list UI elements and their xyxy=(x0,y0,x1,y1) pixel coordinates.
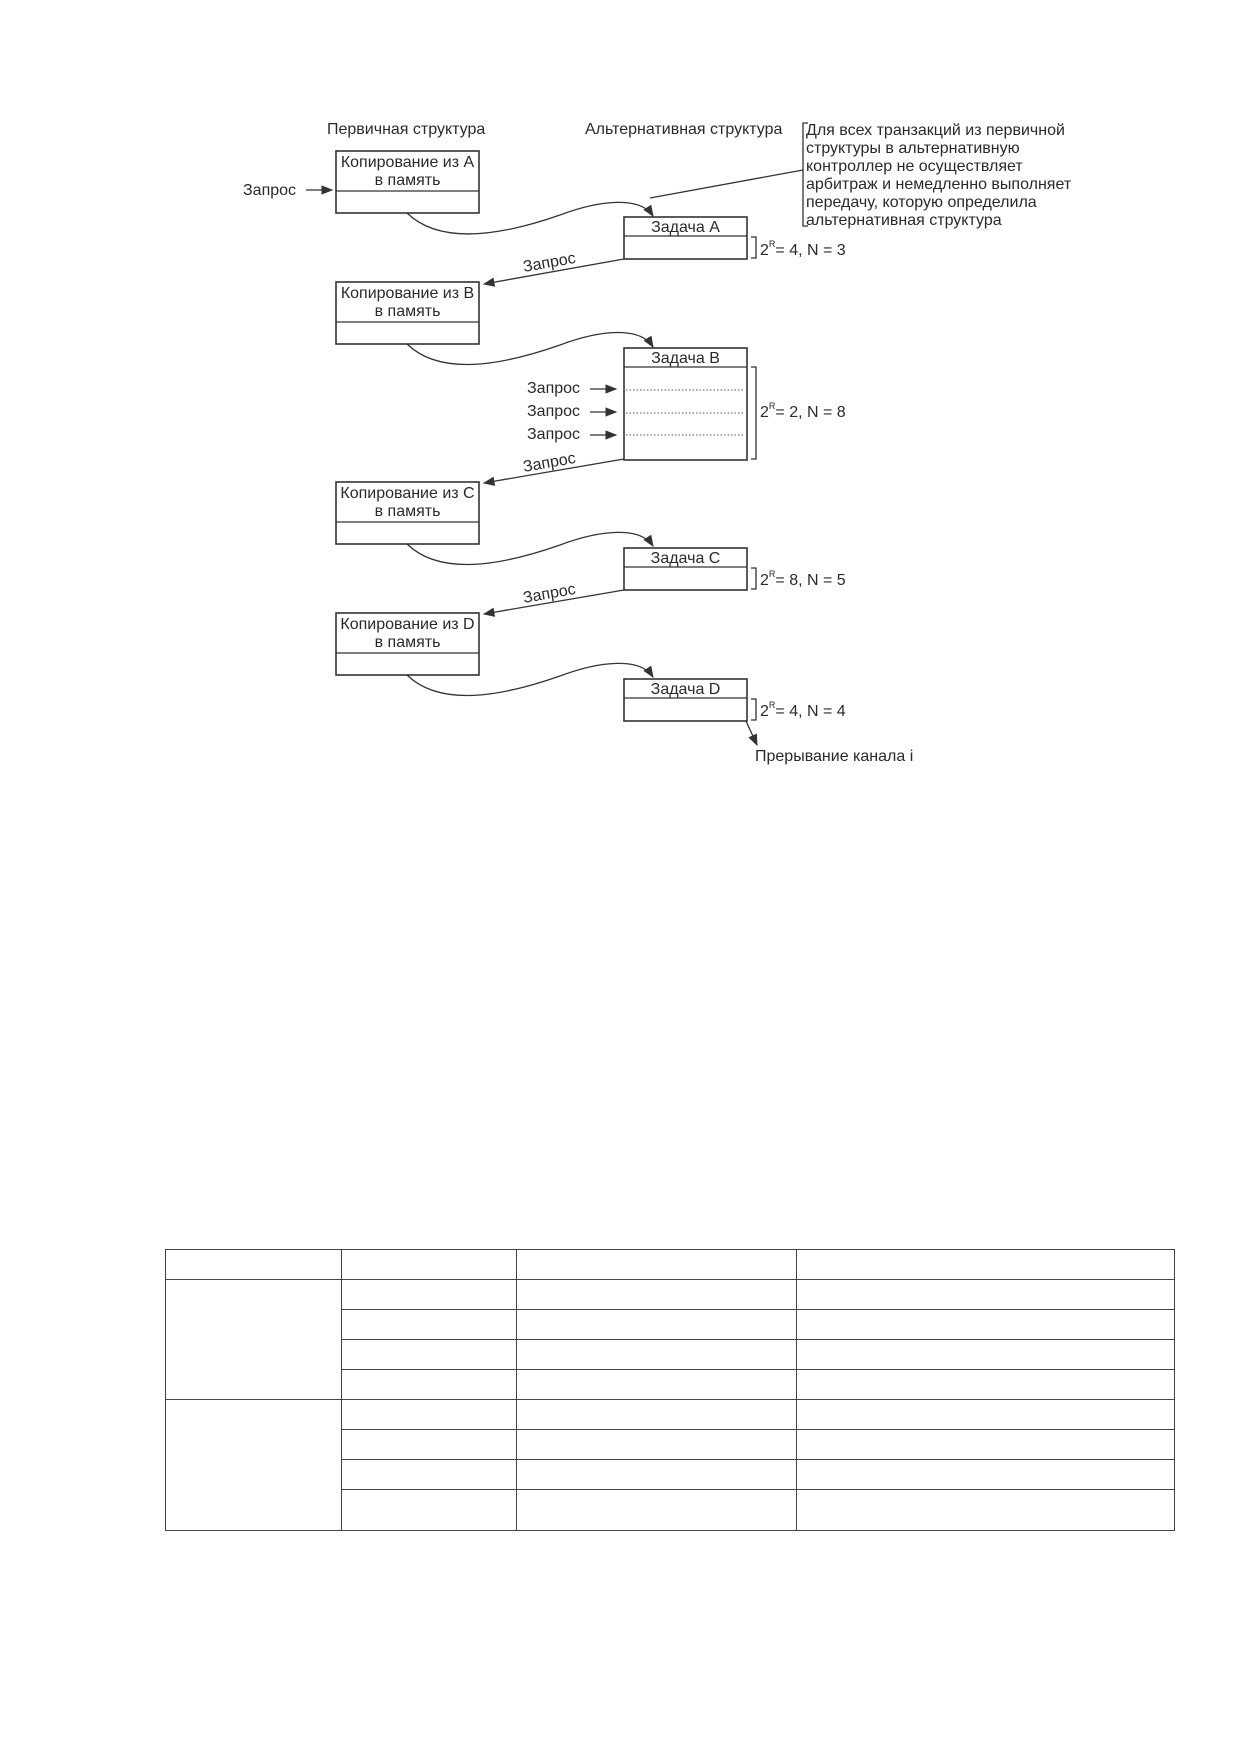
request-arrow-b-to-c xyxy=(482,458,625,486)
table-cell xyxy=(341,1279,517,1310)
svg-text:в память: в память xyxy=(375,503,441,520)
svg-text:Копирование из D: Копирование из D xyxy=(340,616,474,633)
table-cell xyxy=(796,1279,1175,1310)
table-cell xyxy=(341,1399,517,1430)
note-text: Для всех транзакций из первичной структу… xyxy=(806,122,1072,229)
alternate-structure-header: Альтернативная структура xyxy=(585,121,782,138)
primary-task-b: Копирование из B в память xyxy=(335,281,480,345)
primary-task-c: Копирование из C в память xyxy=(335,481,480,545)
svg-text:Копирование из C: Копирование из C xyxy=(340,485,474,502)
table-cell xyxy=(341,1489,517,1531)
table-cell xyxy=(516,1309,797,1340)
table-cell xyxy=(341,1249,517,1280)
request-arrow-c-to-d xyxy=(482,589,625,617)
flow-curve-a xyxy=(406,201,654,235)
table-cell xyxy=(796,1309,1175,1340)
svg-text:Копирование из B: Копирование из B xyxy=(341,285,474,302)
table-cell xyxy=(796,1489,1175,1531)
dma-scatter-gather-diagram: Первичная структура Альтернативная струк… xyxy=(243,121,1072,765)
param-d: 2R= 4, N = 4 xyxy=(760,700,846,720)
table-cell xyxy=(341,1309,517,1340)
table-cell xyxy=(516,1459,797,1490)
empty-grid-table xyxy=(165,1249,1175,1531)
table-cell xyxy=(341,1339,517,1370)
note-pointer-line xyxy=(649,169,804,199)
initial-request-label: Запрос xyxy=(243,182,296,199)
table-cell xyxy=(341,1429,517,1460)
svg-text:Задача A: Задача A xyxy=(651,219,720,236)
svg-text:контроллер не осуществляет: контроллер не осуществляет xyxy=(806,158,1023,175)
svg-text:Задача C: Задача C xyxy=(651,550,721,567)
alternate-task-a: Задача A xyxy=(623,216,748,260)
interrupt-arrow xyxy=(745,720,758,747)
flow-curve-d xyxy=(406,662,654,697)
alternate-task-c: Задача C xyxy=(623,547,748,591)
svg-text:Задача B: Задача B xyxy=(651,350,720,367)
primary-task-a: Копирование из A в память xyxy=(335,150,480,214)
param-bracket-c xyxy=(751,567,757,590)
table-cell xyxy=(796,1369,1175,1400)
table-cell xyxy=(341,1369,517,1400)
table-cell xyxy=(516,1249,797,1280)
param-b: 2R= 2, N = 8 xyxy=(760,401,846,421)
note-bracket xyxy=(802,122,808,227)
primary-task-d: Копирование из D в память xyxy=(335,612,480,676)
table-cell xyxy=(341,1459,517,1490)
table-header-row xyxy=(165,1249,1175,1280)
alternate-task-b: Задача B xyxy=(623,347,748,461)
table-cell xyxy=(796,1399,1175,1430)
svg-text:передачу, которую определила: передачу, которую определила xyxy=(806,194,1037,211)
svg-text:в память: в память xyxy=(375,172,441,189)
svg-text:Копирование из A: Копирование из A xyxy=(341,154,475,171)
svg-text:Для всех транзакций из первичн: Для всех транзакций из первичной xyxy=(806,122,1065,139)
table-row xyxy=(166,1429,1175,1460)
param-c: 2R= 8, N = 5 xyxy=(760,569,846,589)
table-group-cell xyxy=(165,1279,342,1400)
table-row xyxy=(165,1279,1175,1400)
table-cell xyxy=(516,1279,797,1310)
table-group-cell xyxy=(165,1399,342,1531)
table-row xyxy=(166,1489,1175,1531)
param-a: 2R= 4, N = 3 xyxy=(760,239,846,259)
table-row xyxy=(166,1339,1175,1370)
param-bracket-b xyxy=(751,366,757,460)
table-cell xyxy=(516,1489,797,1531)
table-cell xyxy=(796,1459,1175,1490)
table-cell xyxy=(165,1249,342,1280)
flow-curve-b xyxy=(406,331,654,366)
table-cell xyxy=(516,1369,797,1400)
alternate-task-d: Задача D xyxy=(623,678,748,722)
interrupt-label: Прерывание канала i xyxy=(755,748,913,765)
svg-text:арбитраж и немедленно выполняе: арбитраж и немедленно выполняет xyxy=(806,176,1072,193)
table-row xyxy=(166,1309,1175,1340)
table-cell xyxy=(516,1399,797,1430)
table-row xyxy=(166,1459,1175,1490)
param-bracket-a xyxy=(751,236,757,259)
svg-text:в память: в память xyxy=(375,634,441,651)
flow-curve-c xyxy=(406,531,654,566)
svg-text:в память: в память xyxy=(375,303,441,320)
svg-text:альтернативная структура: альтернативная структура xyxy=(806,212,1002,229)
request-label-b1: Запрос xyxy=(527,380,580,397)
request-arrow-a-to-b xyxy=(482,258,625,287)
table-row xyxy=(165,1399,1175,1531)
svg-text:Задача D: Задача D xyxy=(651,681,721,698)
svg-text:структуры в альтернативную: структуры в альтернативную xyxy=(806,140,1020,157)
primary-structure-header: Первичная структура xyxy=(327,121,485,138)
request-label-b3: Запрос xyxy=(527,426,580,443)
table-cell xyxy=(516,1429,797,1460)
table-cell xyxy=(796,1339,1175,1370)
request-label-b2: Запрос xyxy=(527,403,580,420)
table-cell xyxy=(516,1339,797,1370)
table-row xyxy=(166,1369,1175,1400)
param-bracket-d xyxy=(751,698,757,721)
table-cell xyxy=(796,1249,1175,1280)
table-cell xyxy=(796,1429,1175,1460)
